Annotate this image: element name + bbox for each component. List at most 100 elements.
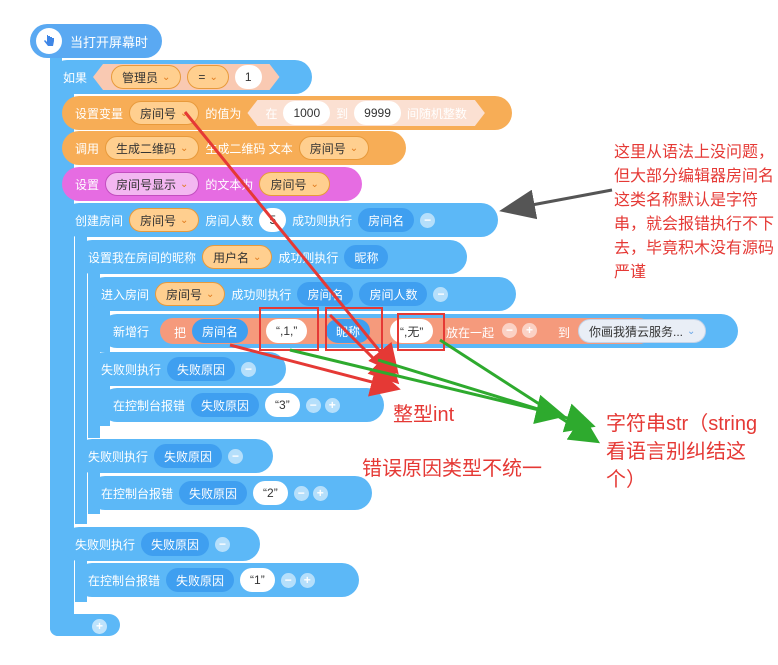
remove-item-icon[interactable]: − (293, 485, 309, 501)
random-to-input[interactable]: 9999 (354, 101, 401, 125)
call-func-dropdown[interactable]: 生成二维码⌄ (105, 136, 200, 160)
set-nickname-block[interactable]: 设置我在房间的昵称 用户名⌄ 成功则执行 昵称 (75, 240, 467, 274)
call-qr-block[interactable]: 调用 生成二维码⌄ 生成二维码 文本 房间号⌄ (62, 131, 406, 165)
set-text-value-dropdown[interactable]: 房间号⌄ (259, 172, 330, 196)
set-text-label: 设置 (75, 177, 100, 192)
fail1-label: 失败则执行 (101, 362, 162, 377)
hand-pointer-icon (36, 28, 62, 54)
set-nick-dropdown[interactable]: 用户名⌄ (202, 245, 273, 269)
set-text-comp-dropdown[interactable]: 房间号显示⌄ (105, 172, 200, 196)
add-item-icon[interactable]: + (522, 323, 537, 338)
set-nick-success-label: 成功则执行 (278, 250, 339, 265)
set-nick-label: 设置我在房间的昵称 (88, 250, 197, 265)
arrow-green-1 (289, 348, 566, 424)
fail3-code[interactable]: “1” (240, 568, 275, 592)
create-room-dropdown[interactable]: 房间号⌄ (129, 208, 200, 232)
room-count-label: 房间人数 (205, 213, 254, 228)
fail1-code[interactable]: “3” (265, 393, 300, 417)
highlight-box-string1 (259, 307, 319, 351)
join-label: 放在一起 (446, 326, 495, 340)
fail2-label: 失败则执行 (88, 449, 149, 464)
call-mid: 生成二维码 文本 (205, 141, 293, 156)
chevron-down-icon: ⌄ (253, 251, 262, 263)
join-ba-label: 把 (174, 326, 187, 340)
enter-room-dropdown[interactable]: 房间号⌄ (155, 282, 226, 306)
arrow-green-3 (377, 358, 596, 433)
highlight-box-string2 (397, 313, 445, 351)
set-var-mid: 的值为 (205, 106, 242, 121)
arrow-red-3 (229, 343, 401, 397)
join-param-roomname[interactable]: 房间名 (192, 319, 249, 343)
fail3-label: 失败则执行 (75, 537, 136, 552)
enter-room-label: 进入房间 (101, 287, 150, 302)
arrow-green-2 (439, 338, 601, 444)
arrow-red-1 (183, 111, 399, 375)
join-string-1[interactable]: “,1,” (266, 319, 308, 343)
if-right-value[interactable]: 1 (235, 65, 262, 89)
remove-param-icon[interactable]: − (241, 361, 257, 377)
random-to-label: 到 (336, 106, 349, 121)
fail1-log-block[interactable]: 在控制台报错 失败原因 “3” − + (100, 388, 384, 422)
fail2-log-param[interactable]: 失败原因 (179, 481, 248, 505)
add-item-icon[interactable]: + (324, 397, 340, 413)
fail2-code[interactable]: “2” (253, 481, 288, 505)
set-nick-arm (88, 270, 100, 438)
if-block[interactable]: 如果 管理员⌄ =⌄ 1 (50, 60, 312, 94)
compare-block[interactable]: 管理员⌄ =⌄ 1 (93, 64, 280, 90)
random-from-label: 在 (265, 106, 278, 121)
annotation-int-label: 整型int (393, 404, 455, 426)
fail3-log-param[interactable]: 失败原因 (166, 568, 235, 592)
remove-item-icon[interactable]: − (502, 323, 517, 338)
add-row-block[interactable]: 新增行 把 房间名 “,1,” 昵称 “,无” 放在一起 − + 到 你画我猜云… (100, 314, 738, 348)
annotation-str-label: 字符串str（string看语言别纠结这个） (606, 413, 758, 491)
fail3-log-label: 在控制台报错 (88, 573, 161, 588)
add-row-target-dropdown[interactable]: 你画我猜云服务...⌄ (578, 319, 707, 343)
random-suffix: 间随机整数 (406, 106, 467, 121)
remove-item-icon[interactable]: − (280, 572, 296, 588)
chevron-down-icon: ⌄ (180, 178, 189, 190)
highlight-box-nick (325, 307, 383, 351)
add-block-icon[interactable]: + (92, 617, 111, 635)
fail2-param[interactable]: 失败原因 (154, 444, 223, 468)
enter-success-label: 成功则执行 (231, 287, 292, 302)
if-left-dropdown[interactable]: 管理员⌄ (111, 65, 181, 89)
hat-arm (50, 40, 62, 636)
create-success-label: 成功则执行 (292, 213, 353, 228)
fail3-log-block[interactable]: 在控制台报错 失败原因 “1” − + (75, 563, 359, 597)
create-room-block[interactable]: 创建房间 房间号⌄ 房间人数 5 成功则执行 房间名 − (62, 203, 498, 237)
fail1-param[interactable]: 失败原因 (167, 357, 236, 381)
remove-param-icon[interactable]: − (420, 212, 436, 228)
fail1-log-label: 在控制台报错 (113, 398, 186, 413)
add-item-icon[interactable]: + (312, 485, 328, 501)
call-arg-dropdown[interactable]: 房间号⌄ (298, 136, 370, 160)
add-row-to-label: 到 (558, 326, 571, 340)
fail1-block[interactable]: 失败则执行 失败原因 − (88, 352, 286, 386)
remove-item-icon[interactable]: − (305, 397, 321, 413)
event-hat-block[interactable]: 当打开屏幕时 (30, 24, 162, 58)
fail2-log-block[interactable]: 在控制台报错 失败原因 “2” − + (88, 476, 372, 510)
random-from-input[interactable]: 1000 (283, 101, 330, 125)
chevron-down-icon: ⌄ (180, 214, 189, 226)
call-label: 调用 (75, 141, 100, 156)
remove-param-icon[interactable]: − (228, 448, 244, 464)
annotation-mismatch-label: 错误原因类型不统一 (362, 458, 542, 480)
set-variable-block[interactable]: 设置变量 房间号⌄ 的值为 在 1000 到 9999 间随机整数 (62, 96, 512, 130)
if-op-dropdown[interactable]: =⌄ (187, 65, 228, 89)
fail2-block[interactable]: 失败则执行 失败原因 − (75, 439, 273, 473)
random-int-block[interactable]: 在 1000 到 9999 间随机整数 (247, 100, 484, 126)
set-text-block[interactable]: 设置 房间号显示⌄ 的文本为 房间号⌄ (62, 167, 362, 201)
fail3-block[interactable]: 失败则执行 失败原因 − (62, 527, 260, 561)
set-nick-param[interactable]: 昵称 (344, 245, 389, 269)
add-row-label: 新增行 (113, 324, 150, 339)
arrow-red-2 (328, 313, 400, 385)
create-param-roomname[interactable]: 房间名 (358, 208, 415, 232)
fail1-log-param[interactable]: 失败原因 (191, 393, 260, 417)
chevron-down-icon: ⌄ (687, 325, 696, 337)
remove-param-icon[interactable]: − (433, 286, 449, 302)
add-item-icon[interactable]: + (299, 572, 315, 588)
enter-param-count[interactable]: 房间人数 (359, 282, 428, 306)
fail3-param[interactable]: 失败原因 (141, 532, 210, 556)
remove-param-icon[interactable]: − (215, 536, 231, 552)
fail2-log-label: 在控制台报错 (101, 486, 174, 501)
